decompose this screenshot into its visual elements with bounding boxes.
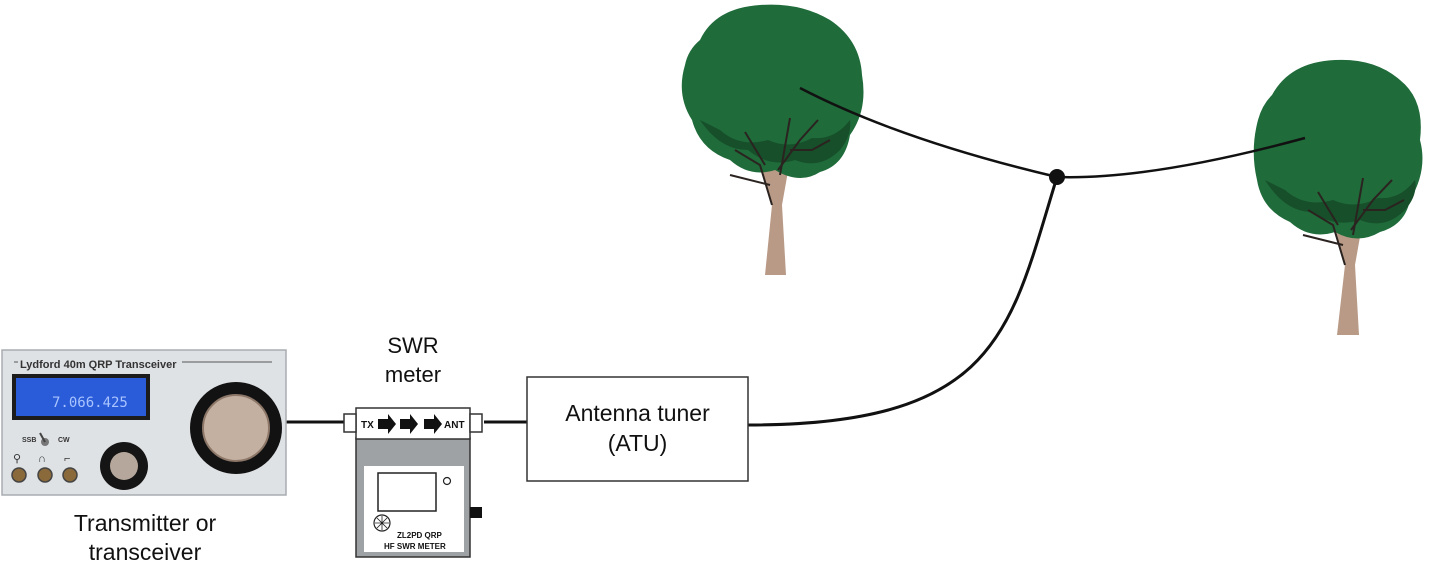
right-tree: [1253, 59, 1423, 335]
arrow-right-icon: [378, 414, 396, 434]
arrow-right-icon: [400, 414, 418, 434]
feedline-cable: [747, 176, 1059, 427]
swr-meter-led: [442, 476, 452, 486]
brand-logo-icon: [373, 514, 391, 532]
swr-meter-display: [377, 472, 437, 512]
antenna-wire-left: [799, 86, 1058, 179]
atu-label-line2: (ATU): [607, 430, 668, 456]
antenna-wire: [799, 86, 1306, 179]
swr-meter-title-line1: SWR: [387, 333, 439, 358]
key-jack: [62, 467, 78, 483]
left-tree-crown: [681, 4, 864, 179]
swr-meter-title-line2: meter: [384, 362, 442, 387]
atu-box: [526, 376, 749, 482]
left-tree: [681, 4, 864, 275]
headphone-jack: [37, 467, 53, 483]
swr-meter: TX ANT ZL2PD QRP HF SWR METER: [343, 407, 483, 558]
atu-label-line1: Antenna tuner: [565, 400, 710, 426]
transceiver: Lydford 40m QRP Transceiver 7.066.425 SS…: [1, 349, 287, 496]
left-tree-crown-shadow: [700, 120, 851, 164]
arrow-right-icon: [424, 414, 442, 434]
left-tree-branches: [729, 117, 831, 206]
right-tree-crown-shadow: [1265, 180, 1416, 224]
swr-port-tx-label: TX: [361, 420, 374, 431]
swr-meter-title: SWR meter: [356, 331, 470, 389]
atu-label: Antenna tuner (ATU): [527, 398, 748, 458]
right-tree-crown: [1253, 59, 1423, 239]
switch-label-ssb: SSB: [22, 437, 36, 444]
feedpoint-junction: [1049, 169, 1065, 185]
swr-port-ant-label: ANT: [444, 420, 465, 431]
power-icon: ⚲: [13, 453, 21, 465]
lcd-frequency-text: 7.066.425: [52, 395, 128, 411]
swr-brand-line1: ZL2PD QRP: [397, 531, 443, 540]
key-icon: ⌐: [64, 453, 70, 465]
switch-label-cw: CW: [58, 437, 70, 444]
swr-brand-line2: HF SWR METER: [384, 542, 446, 551]
transceiver-caption: Transmitter or transceiver: [20, 509, 270, 567]
transceiver-caption-line2: transceiver: [88, 539, 202, 565]
right-tree-branches: [1302, 177, 1405, 266]
power-jack: [11, 467, 27, 483]
swr-meter-side-switch: [470, 507, 482, 518]
lcd-screen: [16, 378, 146, 416]
antenna-wire-right: [1056, 136, 1306, 179]
transceiver-caption-line1: Transmitter or: [73, 510, 217, 536]
transceiver-panel-title: Lydford 40m QRP Transceiver: [20, 359, 177, 371]
headphones-icon: ∩: [38, 453, 46, 465]
